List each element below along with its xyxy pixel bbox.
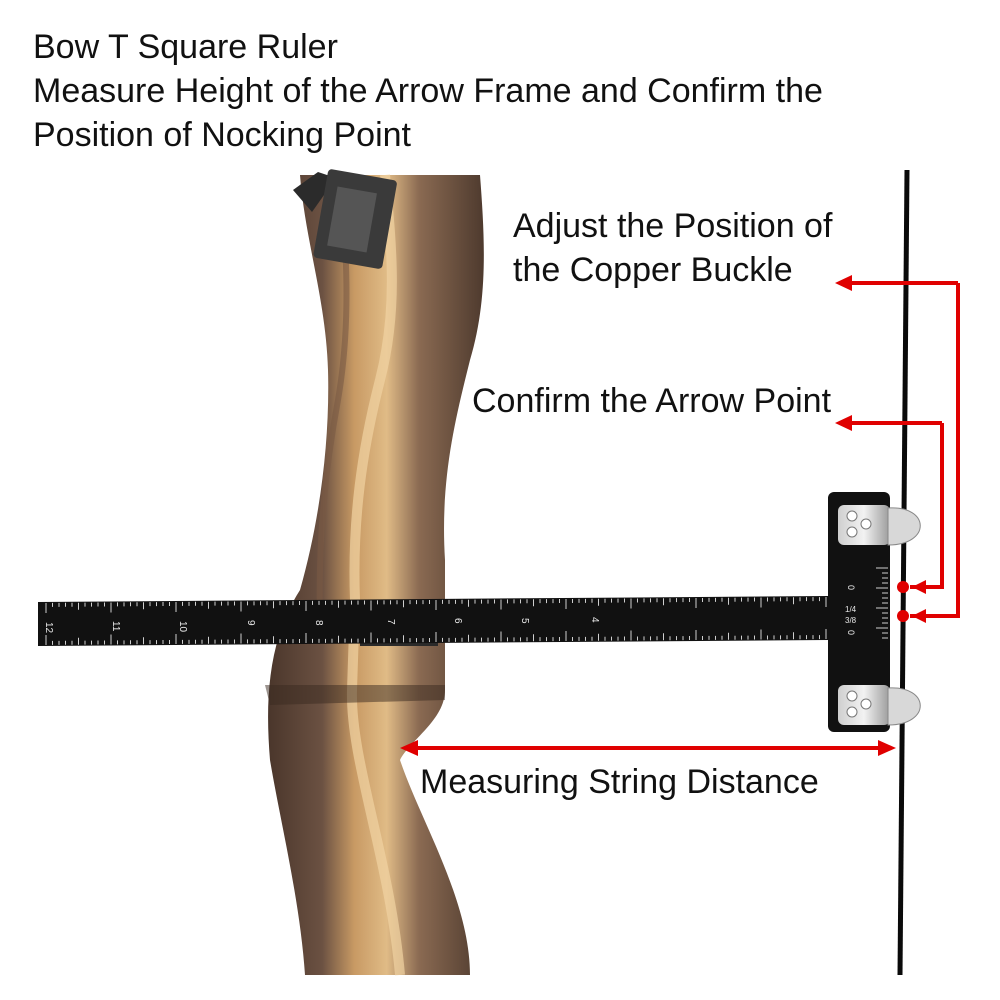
copper-buckle-label-1: Adjust the Position of [513,207,833,245]
inch-label: 4 [589,617,600,623]
head-label: 3/8 [845,616,857,625]
inch-label: 12 [43,622,54,634]
t-square-ruler: 12 11 10 9 8 7 6 5 4 0 1/4 3/8 0 [38,492,921,732]
copper-buckle-bottom [838,685,921,726]
ruler-ticks [45,597,827,645]
copper-buckle-label-2: the Copper Buckle [513,251,793,289]
inch-label: 5 [519,618,530,624]
inch-label: 6 [452,618,463,624]
head-label: 0 [846,630,856,635]
arrow-point-connector [910,423,944,589]
head-label: 1/4 [845,605,857,614]
bow-string [897,169,910,976]
inch-label: 9 [245,620,256,626]
arrow-point-label: Confirm the Arrow Point [472,382,832,420]
head-label: 0 [846,585,856,590]
ruler-head-ticks [876,567,888,639]
title-line-2: Measure Height of the Arrow Frame and Co… [33,72,823,110]
bow-riser [265,169,484,976]
string-distance-label: Measuring String Distance [420,763,819,801]
bow-bracket [293,169,397,269]
inch-label: 10 [177,621,188,633]
copper-buckle-top [838,505,921,546]
copper-buckle-connector [910,283,960,618]
arrowheads [400,275,926,756]
title-line-3: Position of Nocking Point [33,116,411,154]
title-line-1: Bow T Square Ruler [33,28,338,66]
inch-label: 11 [110,621,121,632]
inch-label: 8 [313,620,324,626]
inch-label: 7 [385,619,396,625]
